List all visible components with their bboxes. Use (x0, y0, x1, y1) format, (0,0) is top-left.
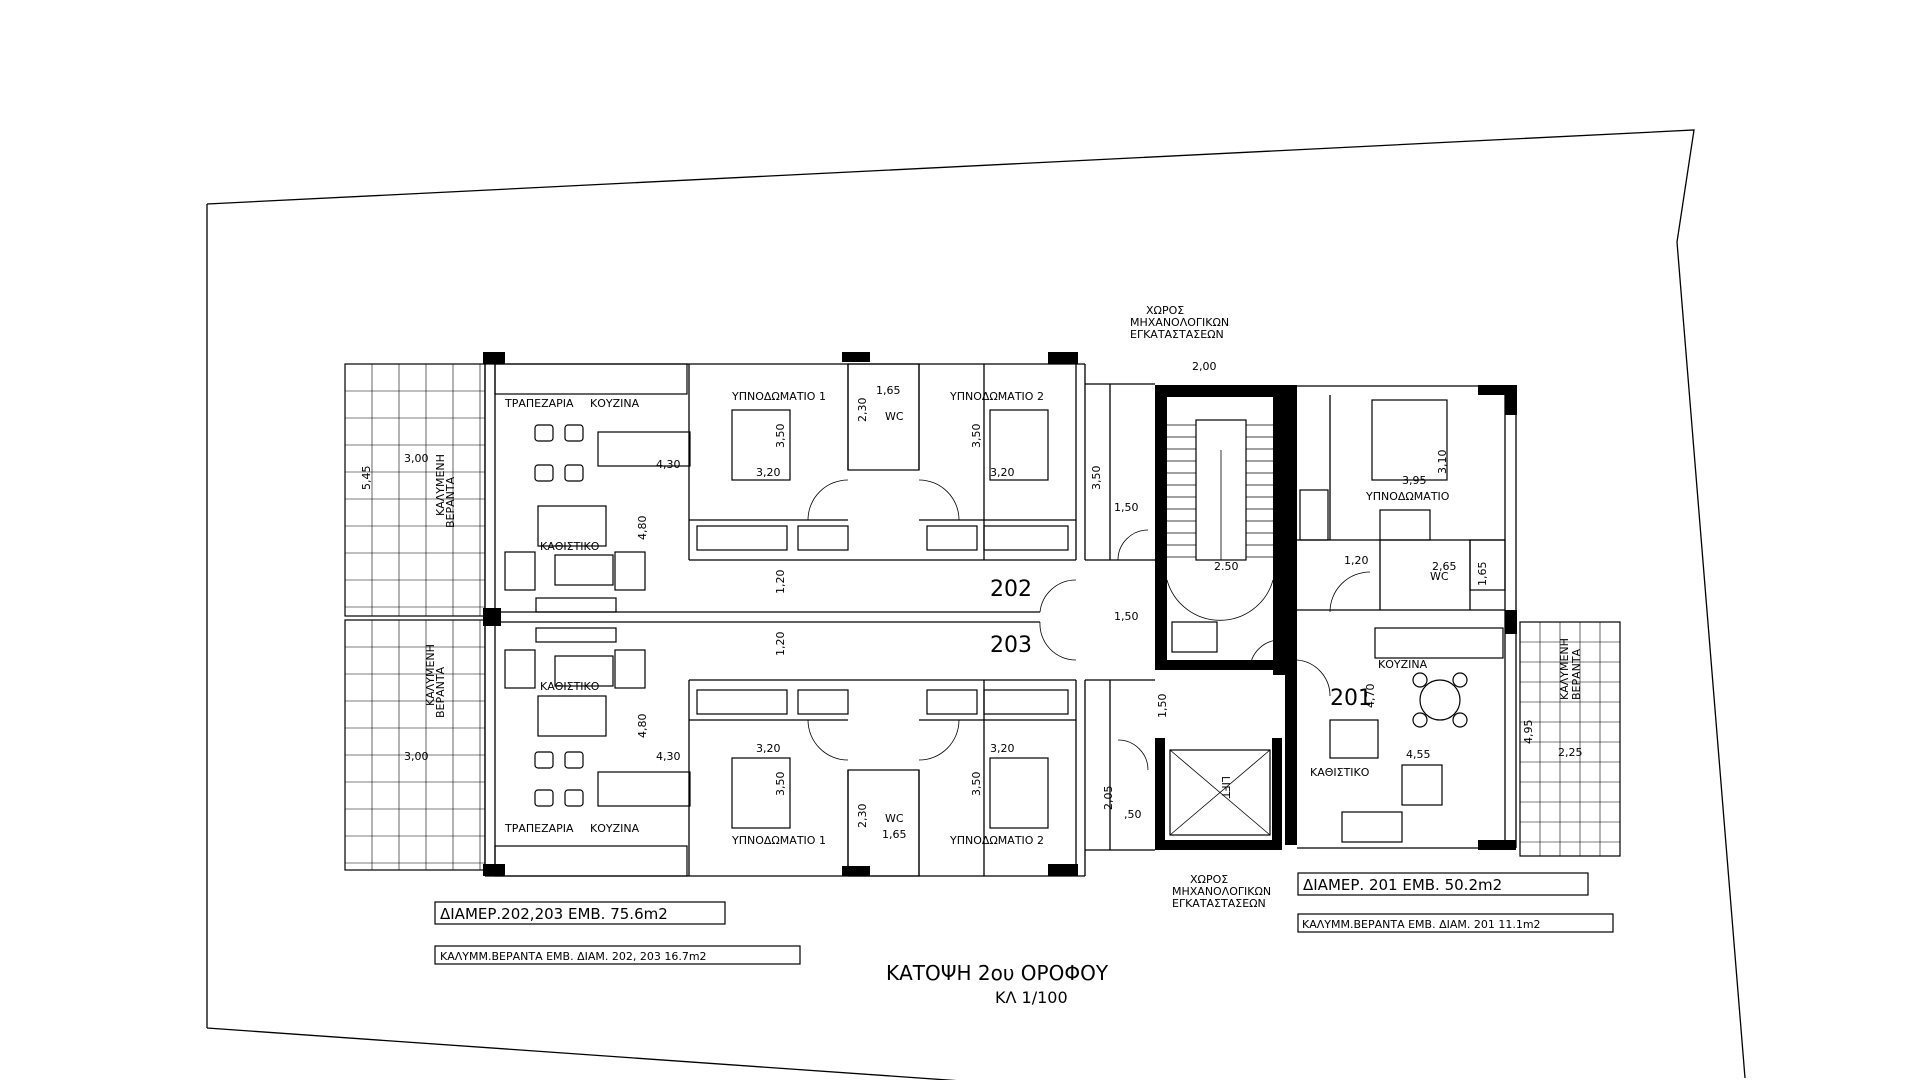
stair-lift-core (1085, 383, 1285, 851)
label-bed-201: ΥΠΝΟΔΩΜΑΤΙΟ (1365, 490, 1450, 503)
area-text-201: ΔΙΑΜΕΡ. 201 ΕΜΒ. 50.2m2 (1303, 876, 1502, 894)
label-veranda-bottom-1: ΚΑΛΥΜΕΝΗ (424, 644, 437, 706)
label-dining-top: ΤΡΑΠΕΖΑΡΙΑ (504, 397, 574, 410)
dim-landing-top: 3,50 (1090, 466, 1103, 491)
label-kitchen-201: ΚΟΥΖΙΝΑ (1378, 658, 1428, 671)
dim-kitchen-bottom: 4,30 (656, 750, 681, 763)
label-veranda-top-2: ΒΕΡΑΝΤΑ (444, 476, 457, 528)
veranda-top-left (344, 363, 486, 617)
dim-wc-bottom: 1,65 (882, 828, 907, 841)
dim-bed2-bottom-w: 3,20 (990, 742, 1015, 755)
dim-wc-bottom-h: 2,30 (856, 804, 869, 829)
dim-hall201: 1,20 (1344, 554, 1369, 567)
dim-veranda-bottom-width: 3,00 (404, 750, 429, 763)
dim-corridor-bottom: 1,20 (774, 632, 787, 657)
dim-living201-h: 4,70 (1364, 684, 1377, 709)
label-wc-bottom: WC (885, 812, 904, 825)
apt-202-203-walls (483, 352, 1086, 877)
dim-wc201: 2,65 (1432, 560, 1457, 573)
dim-bed201-h: 3,10 (1436, 450, 1449, 475)
dim-stair-width: 2,00 (1192, 360, 1217, 373)
dim-living201-w: 4,55 (1406, 748, 1431, 761)
label-veranda-right-1: ΚΑΛΥΜΕΝΗ (1558, 638, 1571, 700)
label-mech-top-3: ΕΓΚΑΤΑΣΤΑΣΕΩΝ (1130, 328, 1224, 341)
label-lift: LIFT (1219, 776, 1232, 799)
label-bed1-top: ΥΠΝΟΔΩΜΑΤΙΟ 1 (731, 390, 826, 403)
dim-corridor-top: 1,20 (774, 570, 787, 595)
area-text-202-203: ΔΙΑΜΕΡ.202,203 ΕΜΒ. 75.6m2 (440, 905, 668, 923)
dim-wc201-h: 1,65 (1476, 562, 1489, 587)
dim-landing-bottom-h: 1,50 (1156, 694, 1169, 719)
dim-bed2-bottom-h: 3,50 (970, 772, 983, 797)
dim-veranda-top-height: 5,45 (360, 466, 373, 491)
dim-bed1-top-w: 3,20 (756, 466, 781, 479)
label-mech-top-2: ΜΗΧΑΝΟΛΟΓΙΚΩΝ (1130, 316, 1229, 329)
label-mech-top-1: ΧΩΡΟΣ (1146, 304, 1184, 317)
dim-kitchen-top: 4,30 (656, 458, 681, 471)
dim-wc-top-h: 2,30 (856, 398, 869, 423)
label-veranda-top-1: ΚΑΛΥΜΕΝΗ (434, 454, 447, 516)
apt-201-walls (1285, 385, 1517, 850)
dim-wc-top: 1,65 (876, 384, 901, 397)
label-bed2-top: ΥΠΝΟΔΩΜΑΤΙΟ 2 (949, 390, 1044, 403)
veranda-area-box-201: ΚΑΛΥΜΜ.ΒΕΡΑΝΤΑ ΕΜΒ. ΔΙΑΜ. 201 11.1m2 (1297, 913, 1614, 933)
label-living-bottom: ΚΑΘΙΣΤΙΚΟ (540, 680, 600, 693)
unit-203: 203 (990, 633, 1032, 658)
unit-201: 201 (1330, 686, 1372, 711)
drawing-scale: ΚΛ 1/100 (995, 988, 1068, 1007)
veranda-area-text-201: ΚΑΛΥΜΜ.ΒΕΡΑΝΤΑ ΕΜΒ. ΔΙΑΜ. 201 11.1m2 (1302, 918, 1541, 931)
label-mech-bottom-1: ΧΩΡΟΣ (1190, 873, 1228, 886)
plot-boundary-bottom (206, 1027, 957, 1080)
dimension-labels: 3,00 5,45 3,00 4,30 4,30 4,80 4,80 3,50 … (360, 360, 1583, 841)
veranda-bottom-left (344, 619, 486, 871)
dim-bed2-top-w: 3,20 (990, 466, 1015, 479)
drawing-title: ΚΑΤΟΨΗ 2ου ΟΡΟΦΟΥ (886, 961, 1109, 985)
dim-bed2-top-h: 3,50 (970, 424, 983, 449)
area-box-201: ΔΙΑΜΕΡ. 201 ΕΜΒ. 50.2m2 (1297, 872, 1589, 896)
label-wc-top: WC (885, 410, 904, 423)
label-living-201: ΚΑΘΙΣΤΙΚΟ (1310, 766, 1370, 779)
veranda-right (1519, 621, 1621, 857)
dim-bed1-bottom-w: 3,20 (756, 742, 781, 755)
dim-landing-bottom-w: ,50 (1124, 808, 1142, 821)
label-bed2-bottom: ΥΠΝΟΔΩΜΑΤΙΟ 2 (949, 834, 1044, 847)
dim-landing-bottom: 2,05 (1102, 786, 1115, 811)
label-kitchen-top: ΚΟΥΖΙΝΑ (590, 397, 640, 410)
unit-202: 202 (990, 577, 1032, 602)
dim-living-bottom: 4,80 (636, 714, 649, 739)
dim-veranda201-w: 2,25 (1558, 746, 1583, 759)
dim-bed201-w: 3,95 (1402, 474, 1427, 487)
plot-boundary (206, 129, 1746, 1079)
dim-veranda-top-width: 3,00 (404, 452, 429, 465)
label-bed1-bottom: ΥΠΝΟΔΩΜΑΤΙΟ 1 (731, 834, 826, 847)
label-living-top: ΚΑΘΙΣΤΙΚΟ (540, 540, 600, 553)
label-wc-201: WC (1430, 570, 1449, 583)
veranda-area-box-202-203: ΚΑΛΥΜΜ.ΒΕΡΑΝΤΑ ΕΜΒ. ΔΙΑΜ. 202, 203 16.7m… (434, 945, 801, 965)
dim-veranda201-h: 4,95 (1522, 720, 1535, 745)
unit-numbers: 202 203 201 (990, 577, 1372, 711)
dim-stair-landing: 2.50 (1214, 560, 1239, 573)
dim-living-top: 4,80 (636, 516, 649, 541)
label-veranda-right-2: ΒΕΡΑΝΤΑ (1570, 648, 1583, 700)
veranda-area-text-202-203: ΚΑΛΥΜΜ.ΒΕΡΑΝΤΑ ΕΜΒ. ΔΙΑΜ. 202, 203 16.7m… (440, 950, 707, 963)
label-dining-bottom: ΤΡΑΠΕΖΑΡΙΑ (504, 822, 574, 835)
room-labels: ΤΡΑΠΕΖΑΡΙΑ ΚΟΥΖΙΝΑ ΚΑΘΙΣΤΙΚΟ ΥΠΝΟΔΩΜΑΤΙΟ… (424, 304, 1583, 910)
label-kitchen-bottom: ΚΟΥΖΙΝΑ (590, 822, 640, 835)
label-mech-bottom-2: ΜΗΧΑΝΟΛΟΓΙΚΩΝ (1172, 885, 1271, 898)
area-box-202-203: ΔΙΑΜΕΡ.202,203 ΕΜΒ. 75.6m2 (434, 901, 726, 925)
dim-landing-mid: 1,50 (1114, 610, 1139, 623)
dim-landing-top-w: 1,50 (1114, 501, 1139, 514)
label-mech-bottom-3: ΕΓΚΑΤΑΣΤΑΣΕΩΝ (1172, 897, 1266, 910)
dim-bed1-bottom-h: 3,50 (774, 772, 787, 797)
dim-bed1-top-h: 3,50 (774, 424, 787, 449)
label-veranda-bottom-2: ΒΕΡΑΝΤΑ (434, 666, 447, 718)
